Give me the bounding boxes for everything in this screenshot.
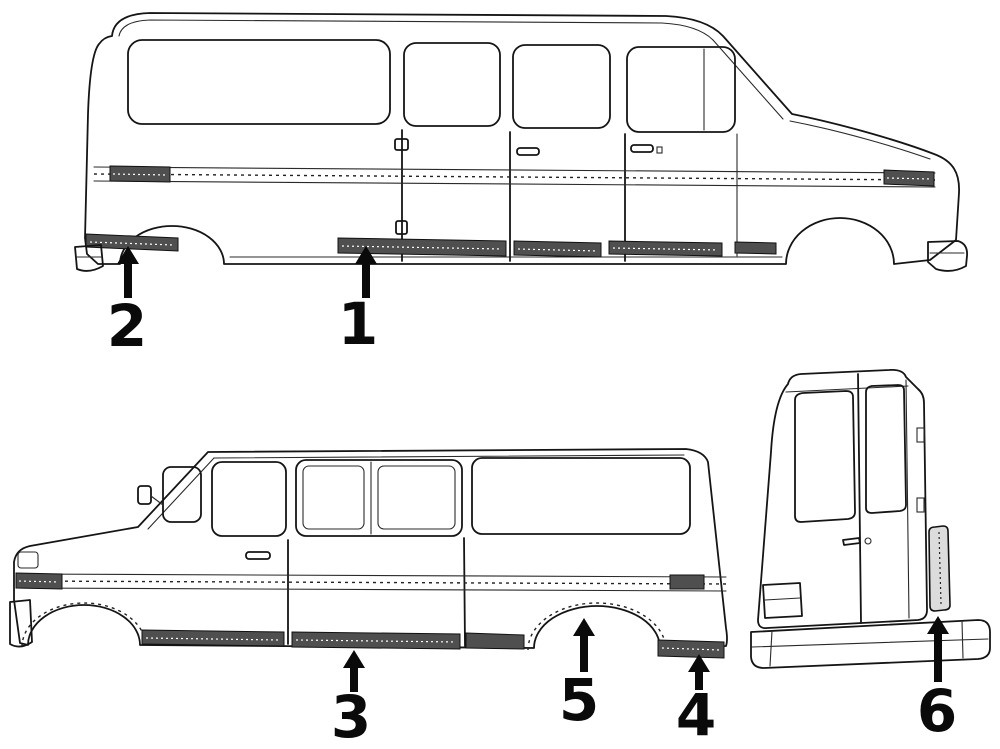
rear-door-handle [842,537,861,546]
taillight [928,525,951,612]
callout-2-arrow [117,246,139,298]
bodyside-stripe [15,572,727,592]
latch-mark [395,220,408,235]
side-windows [162,457,691,537]
door-handle [630,144,654,153]
callout-2-label[interactable]: 2 [106,292,148,360]
callout-6-label[interactable]: 6 [916,677,958,745]
headlight [17,551,39,569]
side-windows [127,39,736,133]
van-side-view-bottom [9,448,728,659]
callout-3-arrow [343,650,365,692]
rear-bumper-end [74,244,104,272]
key-lock [864,537,872,545]
license-plate [762,582,803,619]
hinge [916,427,925,443]
callout-4-label[interactable]: 4 [675,681,717,749]
lower-moldings [85,233,777,258]
callout-1-label[interactable]: 1 [337,290,379,358]
van-rear-view [750,368,991,669]
van-side-view-top [74,12,968,272]
rear-bumper [750,619,991,669]
rear-door-seam [857,373,862,624]
door-seam [463,537,466,647]
front-bumper [9,599,33,648]
front-bumper-end [927,240,968,272]
hinge [916,497,925,513]
door-handle [245,551,271,560]
callout-6-arrow [927,616,949,682]
callout-3-label[interactable]: 3 [330,683,372,749]
door-handle [516,147,540,156]
callout-4-arrow [688,654,710,690]
callout-5-label[interactable]: 5 [558,666,600,734]
rear-door-windows [794,384,907,523]
callout-1-arrow [355,246,377,298]
side-mirror [137,485,164,506]
callout-5-arrow [573,618,595,672]
key-lock [656,146,663,154]
upper-bodyside-molding [93,165,936,188]
lower-moldings [141,629,725,659]
latch-mark [394,138,409,151]
